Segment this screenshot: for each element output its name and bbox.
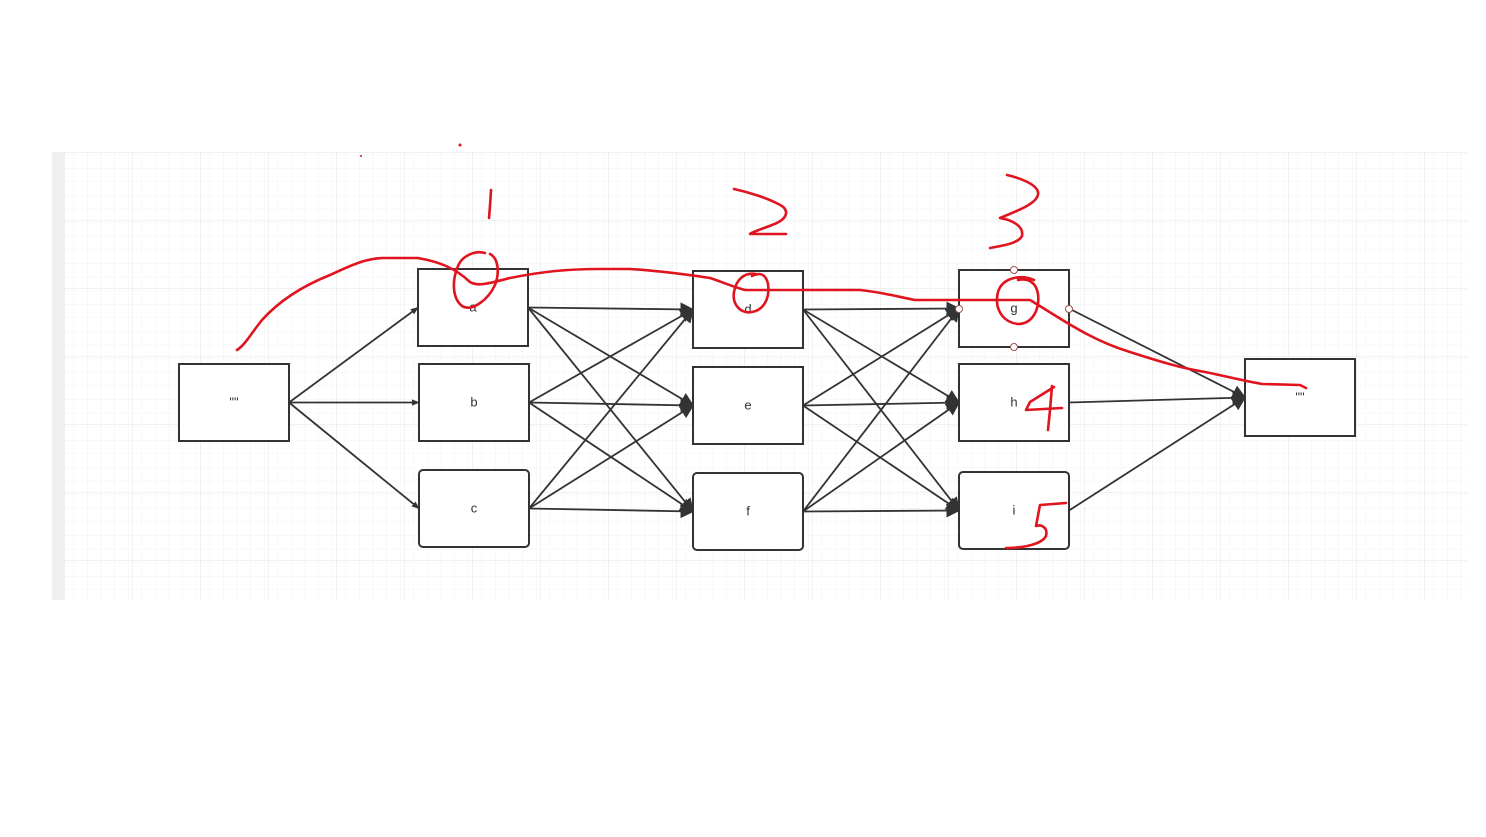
node-end[interactable]: "" [1244,358,1356,437]
handwritten-path-stroke [235,256,1308,390]
handwritten-digit-2 [732,187,788,236]
node-label-start: "" [229,395,239,410]
node-g[interactable]: g [958,269,1070,348]
edge-d-to-g[interactable] [802,301,961,316]
edge-f-to-i[interactable] [802,503,961,518]
node-c[interactable]: c [418,469,530,548]
edge-c-to-f[interactable] [528,504,695,519]
edge-h-to-end[interactable] [1068,390,1247,405]
handwritten-digit-4 [1024,384,1064,432]
selection-handle-right[interactable] [1065,305,1073,313]
node-h[interactable]: h [958,363,1070,442]
ink-dot [458,143,462,147]
node-label-e: e [744,398,751,413]
edge-start-to-a[interactable] [288,306,419,404]
node-box-e[interactable] [692,366,804,445]
node-start[interactable]: "" [178,363,290,442]
edge-e-to-h[interactable] [802,395,961,410]
selection-handle-left[interactable] [955,305,963,313]
edge-c-to-e[interactable] [528,404,695,510]
handwritten-digit-3 [988,173,1040,250]
edge-c-to-d[interactable] [528,308,694,510]
node-box-end[interactable] [1244,358,1356,437]
selection-handle-bottom[interactable] [1010,343,1018,351]
edges-layer [288,301,1247,519]
edge-i-to-end[interactable] [1068,396,1247,512]
handwritten-annotations [235,143,1308,550]
selection-handles[interactable] [955,266,1073,351]
node-label-g: g [1010,301,1017,316]
node-i[interactable]: i [958,471,1070,550]
node-box-c[interactable] [418,469,530,548]
handwritten-digit-5 [1004,501,1068,550]
node-b[interactable]: b [418,363,530,442]
handwritten-digit-1 [487,188,493,220]
node-label-h: h [1010,395,1017,410]
node-label-i: i [1013,503,1016,518]
edge-b-to-d[interactable] [528,308,695,404]
edge-g-to-end[interactable] [1068,307,1247,399]
handwritten-circle-a [452,250,500,309]
node-box-f[interactable] [692,472,804,551]
edge-start-to-c[interactable] [288,401,420,510]
edge-b-to-e[interactable] [528,398,695,413]
node-label-b: b [470,395,477,410]
canvas-left-ruler [52,152,64,600]
node-label-c: c [471,501,478,516]
node-box-start[interactable] [178,363,290,442]
edge-f-to-h[interactable] [802,401,961,513]
node-d[interactable]: d [692,270,804,349]
node-label-f: f [746,504,750,519]
node-label-d: d [744,302,751,317]
edge-a-to-d[interactable] [527,302,695,317]
selection-handle-top[interactable] [1010,266,1018,274]
handwritten-circle-d [732,272,770,314]
handwritten-circle-g [995,276,1040,326]
node-e[interactable]: e [692,366,804,445]
node-box-b[interactable] [418,363,530,442]
edge-f-to-g[interactable] [802,307,960,513]
ink-dot [360,155,362,157]
edge-e-to-g[interactable] [802,307,961,407]
node-f[interactable]: f [692,472,804,551]
node-label-end: "" [1295,390,1305,405]
node-box-d[interactable] [692,270,804,349]
